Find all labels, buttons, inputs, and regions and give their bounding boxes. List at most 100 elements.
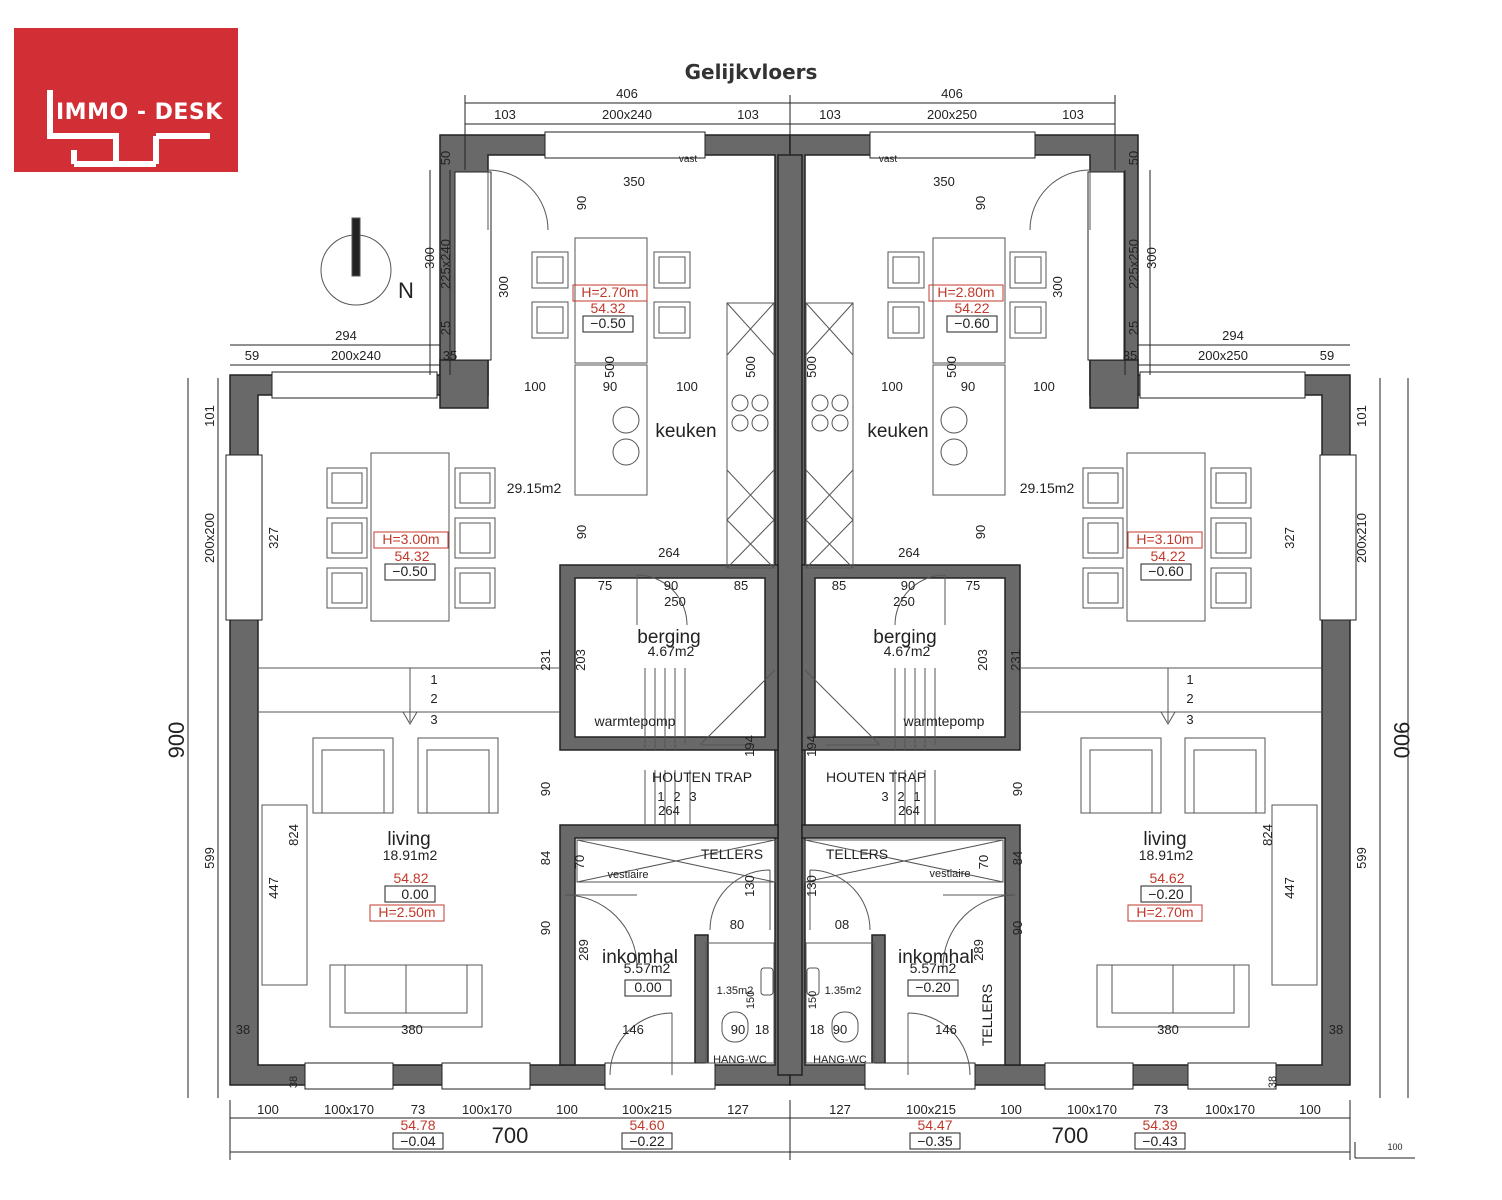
dim-interior: 380 — [1157, 1022, 1179, 1037]
dim-left-599: 599 — [202, 847, 217, 869]
dim-interior: 130 — [742, 875, 757, 897]
dim-interior: 38 — [288, 1076, 300, 1088]
level-abs: 54.82 — [393, 870, 428, 886]
level-abs: 54.32 — [394, 548, 429, 564]
label-warmtepomp-right: warmtepomp — [903, 713, 985, 729]
step-number: 1 — [430, 672, 437, 687]
dim-bottom-seg: 73 — [1154, 1102, 1168, 1117]
dim-top-right-total: 406 — [941, 86, 963, 101]
dim-interior: 38 — [1267, 1076, 1279, 1088]
dim-right-599: 599 — [1354, 847, 1369, 869]
area-living-left: 18.91m2 — [383, 847, 438, 863]
level-abs: 54.62 — [1149, 870, 1184, 886]
dim-interior: 327 — [1282, 527, 1297, 549]
level-rel: −0.60 — [954, 315, 990, 331]
step-number: 1 — [657, 789, 664, 804]
dim-interior: 194 — [742, 735, 757, 757]
dim-wing-50: 50 — [1126, 151, 1141, 165]
dim-interior: 90 — [574, 525, 589, 539]
north-label: N — [398, 278, 414, 303]
dim-interior: 80 — [730, 917, 744, 932]
step-number: 3 — [881, 789, 888, 804]
dim-right-38: 38 — [1329, 1022, 1343, 1037]
vast-label: vast — [679, 154, 698, 165]
dim-wing-300: 300 — [422, 247, 437, 269]
dim-interior: 350 — [933, 174, 955, 189]
dim-interior: 447 — [1282, 877, 1297, 899]
area-berging-left: 4.67m2 — [648, 643, 695, 659]
plan-title: Gelijkvloers — [684, 60, 818, 84]
dim-interior: 90 — [538, 782, 553, 796]
dim-right-59: 59 — [1320, 348, 1334, 363]
left-hall-wall — [559, 824, 779, 1066]
step-number: 1 — [913, 789, 920, 804]
dim-bottom-seg: 100 — [556, 1102, 578, 1117]
area-kitchen-right: 29.15m2 — [1020, 480, 1075, 496]
room-living-right: living — [1143, 829, 1186, 850]
dim-interior: 100 — [881, 379, 903, 394]
logo-text: IMMO - DESK — [56, 100, 223, 125]
dim-interior: 150 — [807, 991, 819, 1009]
dim-interior: 150 — [745, 991, 757, 1009]
right-dining-table — [1126, 452, 1206, 622]
level-rel: 0.00 — [634, 979, 661, 995]
level-abs: 54.32 — [590, 300, 625, 316]
label-warmtepomp-left: warmtepomp — [594, 713, 676, 729]
level-abs: 54.78 — [400, 1117, 435, 1133]
level-rel: −0.20 — [915, 979, 951, 995]
step-number: 2 — [430, 691, 437, 706]
dim-interior: 300 — [496, 276, 511, 298]
dim-interior: 289 — [971, 939, 986, 961]
dim-interior: 250 — [664, 594, 686, 609]
level-h: H=2.70m — [581, 284, 638, 300]
level-abs: 54.22 — [1150, 548, 1185, 564]
level-abs: 54.22 — [954, 300, 989, 316]
dim-interior: 327 — [266, 527, 281, 549]
dim-left-window: 200x200 — [202, 513, 217, 563]
level-h: H=2.70m — [1136, 904, 1193, 920]
dim-interior: 231 — [1008, 649, 1023, 671]
dim-right-101: 101 — [1354, 405, 1369, 427]
label-vestiaire-right: vestiaire — [930, 868, 971, 880]
dim-left-700: 700 — [492, 1123, 529, 1148]
dim-interior: 146 — [622, 1022, 644, 1037]
dim-right-35: 35 — [1123, 348, 1137, 363]
dim-interior: 70 — [976, 855, 991, 869]
left-dining-table — [370, 452, 450, 622]
dim-bottom-seg: 127 — [829, 1102, 851, 1117]
level-h: H=2.80m — [937, 284, 994, 300]
area-berging-right: 4.67m2 — [884, 643, 931, 659]
dimension-lines — [187, 95, 1415, 1160]
vast-label: vast — [879, 154, 898, 165]
left-berging-wall — [559, 564, 779, 751]
dim-wing-25: 25 — [1126, 321, 1141, 335]
dim-wing-win: 225x240 — [438, 239, 453, 289]
dim-right-window: 200x210 — [1354, 513, 1369, 563]
step-number: 3 — [1186, 712, 1193, 727]
dim-interior: 90 — [603, 379, 617, 394]
dim-interior: 250 — [893, 594, 915, 609]
dim-interior: 90 — [833, 1022, 847, 1037]
dim-interior: 75 — [966, 578, 980, 593]
dim-bottom-seg: 100x170 — [1205, 1102, 1255, 1117]
dim-interior: 100 — [676, 379, 698, 394]
level-rel: −0.22 — [629, 1133, 665, 1149]
dim-bottom-seg: 127 — [727, 1102, 749, 1117]
dim-top-right-seg: 103 — [1062, 107, 1084, 122]
room-keuken-left: keuken — [655, 421, 716, 442]
dim-interior: 264 — [658, 803, 680, 818]
dim-top-right-seg: 200x250 — [927, 107, 977, 122]
dim-interior: 289 — [576, 939, 591, 961]
area-inkomhal-right: 5.57m2 — [910, 960, 957, 976]
step-number: 3 — [689, 789, 696, 804]
dim-interior: 203 — [573, 649, 588, 671]
dim-left-101: 101 — [202, 405, 217, 427]
dim-interior: 447 — [266, 877, 281, 899]
step-number: 2 — [1186, 691, 1193, 706]
dim-interior: 194 — [804, 735, 819, 757]
dim-interior: 90 — [973, 525, 988, 539]
dim-interior: 90 — [901, 578, 915, 593]
dim-interior: 264 — [898, 803, 920, 818]
dim-interior: 824 — [1260, 824, 1275, 846]
dim-top-left-total: 406 — [616, 86, 638, 101]
